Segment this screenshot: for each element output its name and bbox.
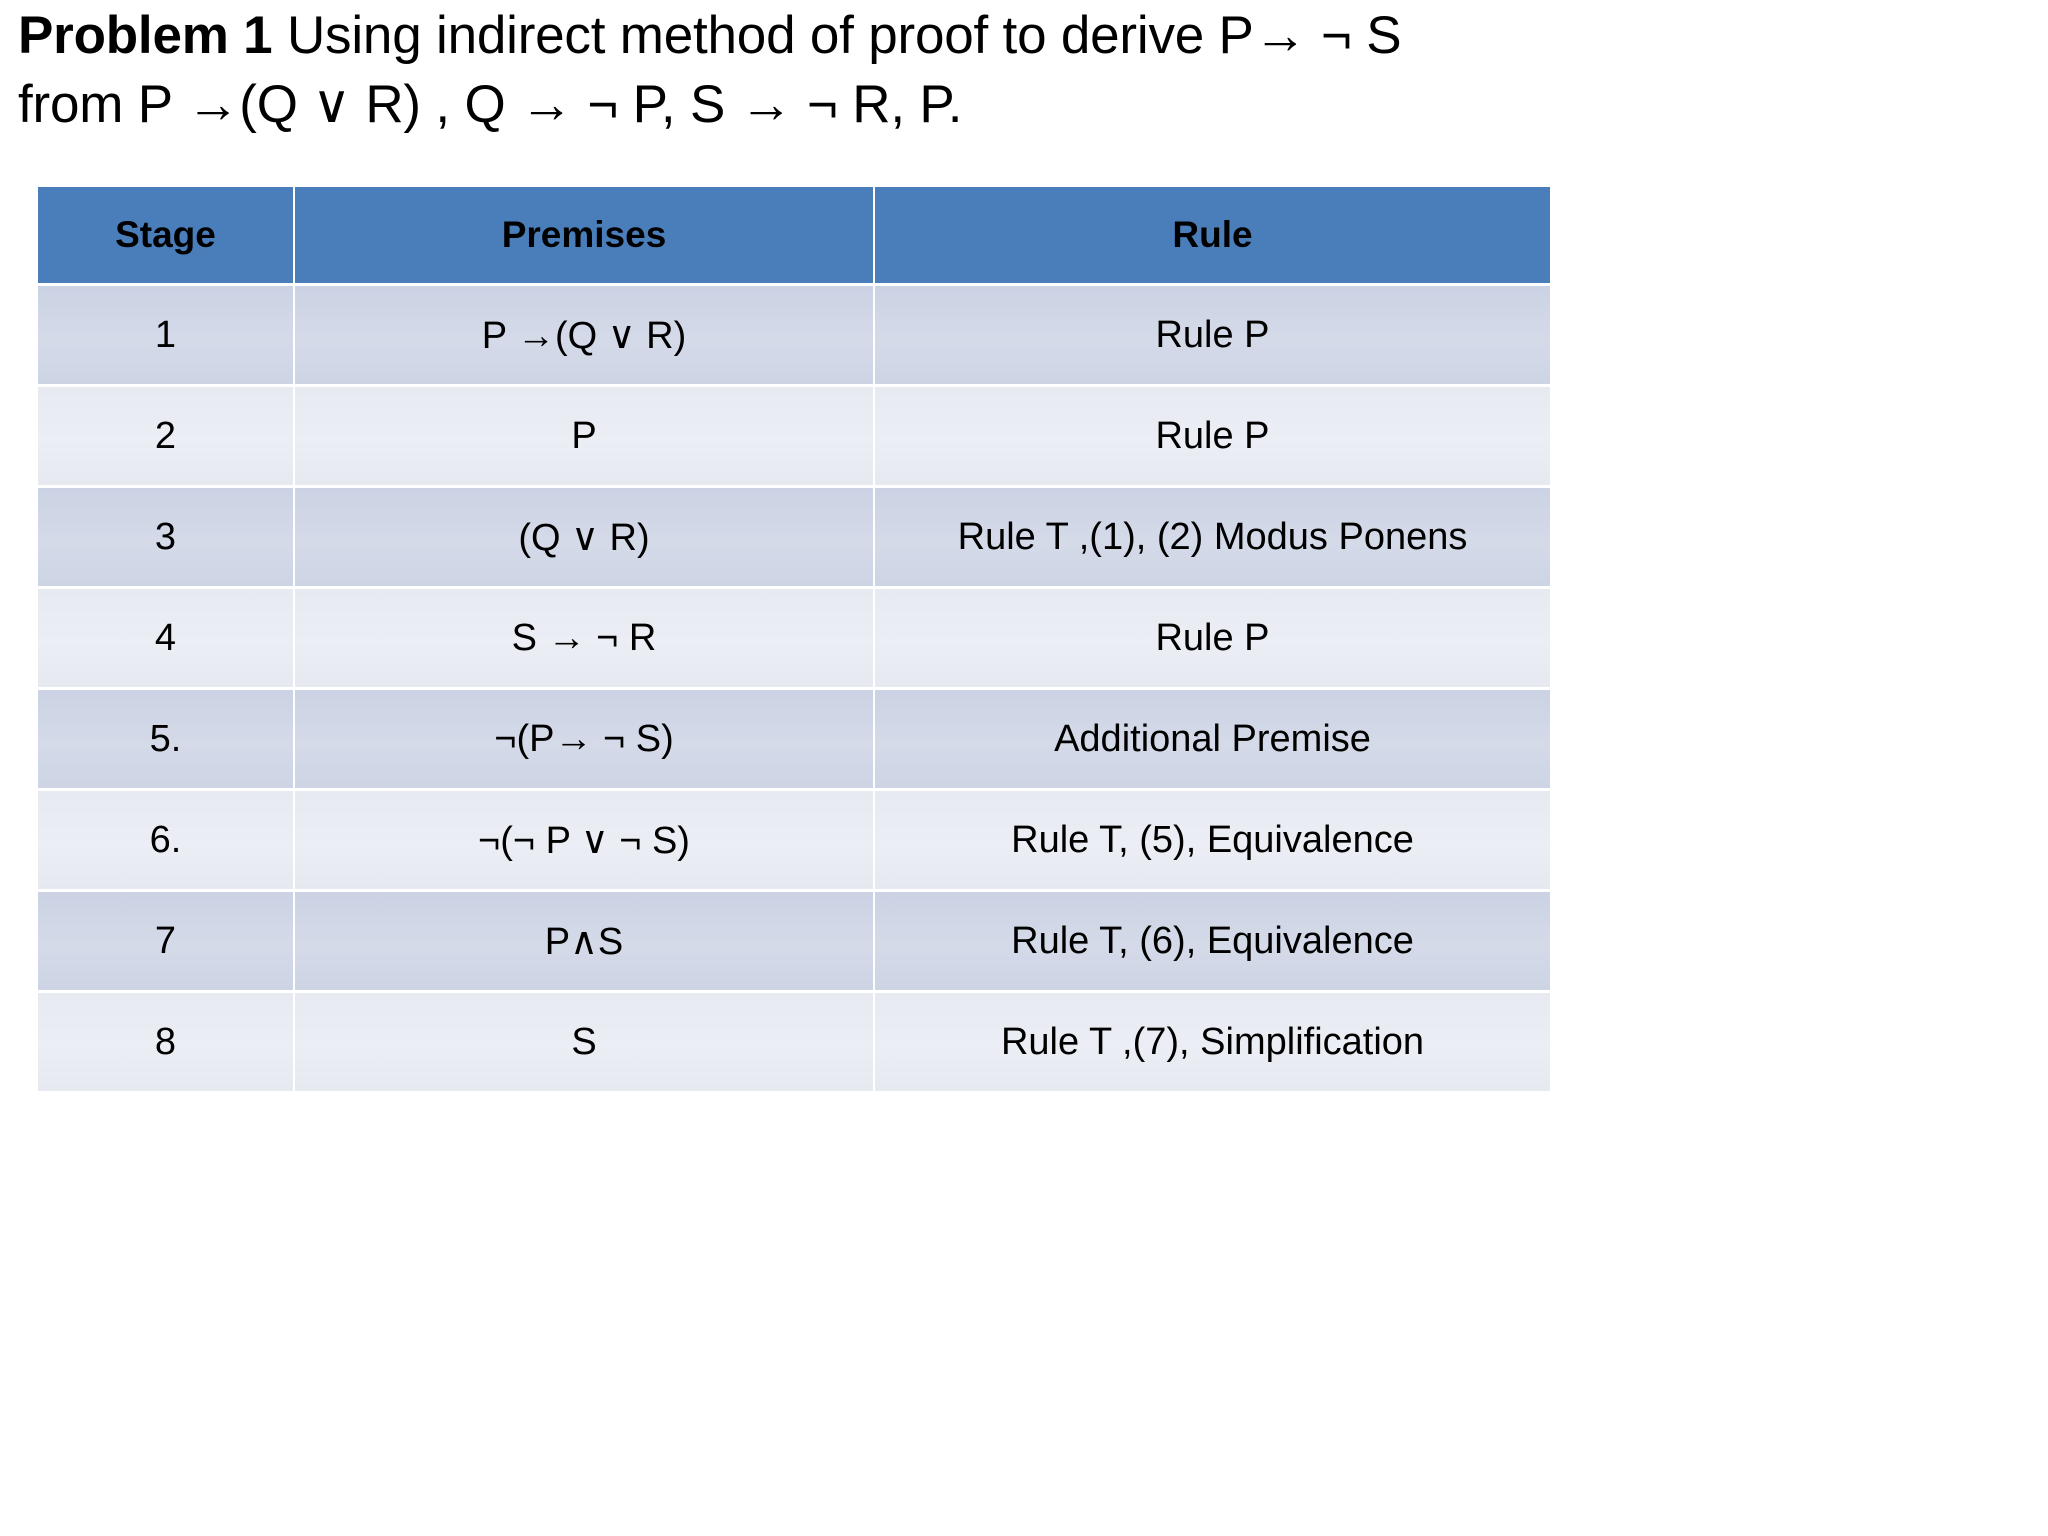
table-row: 8 S Rule T ,(7), Simplification bbox=[38, 993, 1550, 1091]
cell-stage: 2 bbox=[38, 387, 293, 485]
table-row: 5. ¬(P→ ¬ S) Additional Premise bbox=[38, 690, 1550, 788]
cell-stage: 8 bbox=[38, 993, 293, 1091]
cell-premises: ¬(¬ P ∨ ¬ S) bbox=[295, 791, 873, 889]
table-row: 4 S → ¬ R Rule P bbox=[38, 589, 1550, 687]
proof-table: Stage Premises Rule 1 P →(Q ∨ R) Rule P … bbox=[36, 184, 1552, 1094]
cell-stage: 4 bbox=[38, 589, 293, 687]
table-row: 3 (Q ∨ R) Rule T ,(1), (2) Modus Ponens bbox=[38, 488, 1550, 586]
table-row: 2 P Rule P bbox=[38, 387, 1550, 485]
problem-label: Problem 1 bbox=[18, 6, 273, 65]
title-line-1-text: Using indirect method of proof to derive… bbox=[272, 6, 1402, 65]
title-line-1: Problem 1 Using indirect method of proof… bbox=[18, 2, 2028, 71]
cell-rule: Rule P bbox=[875, 286, 1550, 384]
cell-stage: 6. bbox=[38, 791, 293, 889]
cell-stage: 5. bbox=[38, 690, 293, 788]
cell-rule: Rule T ,(1), (2) Modus Ponens bbox=[875, 488, 1550, 586]
cell-rule: Rule T ,(7), Simplification bbox=[875, 993, 1550, 1091]
cell-premises: S bbox=[295, 993, 873, 1091]
cell-premises: (Q ∨ R) bbox=[295, 488, 873, 586]
cell-rule: Rule P bbox=[875, 589, 1550, 687]
table-row: 1 P →(Q ∨ R) Rule P bbox=[38, 286, 1550, 384]
cell-premises: P bbox=[295, 387, 873, 485]
table-row: 6. ¬(¬ P ∨ ¬ S) Rule T, (5), Equivalence bbox=[38, 791, 1550, 889]
cell-premises: P →(Q ∨ R) bbox=[295, 286, 873, 384]
column-header-rule: Rule bbox=[875, 187, 1550, 283]
table-body: 1 P →(Q ∨ R) Rule P 2 P Rule P 3 (Q ∨ R)… bbox=[38, 286, 1550, 1091]
table-row: 7 P∧S Rule T, (6), Equivalence bbox=[38, 892, 1550, 990]
cell-rule: Rule T, (6), Equivalence bbox=[875, 892, 1550, 990]
cell-stage: 1 bbox=[38, 286, 293, 384]
cell-stage: 3 bbox=[38, 488, 293, 586]
page-title: Problem 1 Using indirect method of proof… bbox=[18, 2, 2028, 140]
column-header-premises: Premises bbox=[295, 187, 873, 283]
cell-premises: P∧S bbox=[295, 892, 873, 990]
cell-stage: 7 bbox=[38, 892, 293, 990]
cell-rule: Rule T, (5), Equivalence bbox=[875, 791, 1550, 889]
cell-rule: Rule P bbox=[875, 387, 1550, 485]
title-line-2: from P →(Q ∨ R) , Q → ¬ P, S → ¬ R, P. bbox=[18, 74, 963, 134]
table-header-row: Stage Premises Rule bbox=[38, 187, 1550, 283]
column-header-stage: Stage bbox=[38, 187, 293, 283]
cell-rule: Additional Premise bbox=[875, 690, 1550, 788]
cell-premises: ¬(P→ ¬ S) bbox=[295, 690, 873, 788]
cell-premises: S → ¬ R bbox=[295, 589, 873, 687]
